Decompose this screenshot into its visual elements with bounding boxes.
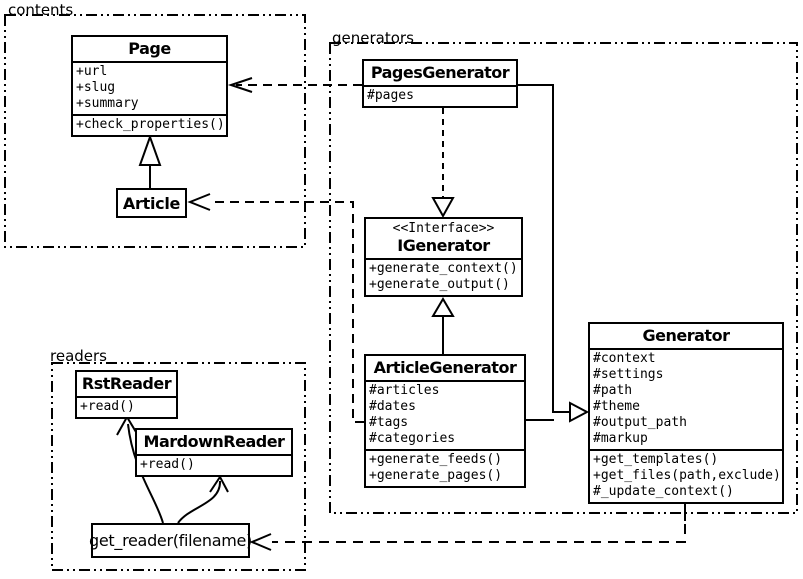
class-member: +read() [80,399,135,414]
class-member: #theme [593,399,640,414]
class-igenerator-title: <<Interface>> IGenerator [366,219,521,258]
class-member: +generate_context() [369,261,518,276]
class-page-title: Page [128,39,171,58]
arrow-getreader-mardownreader [177,475,229,524]
package-generators-frame [329,42,798,514]
class-generator-title: Generator [642,326,730,345]
class-member: #tags [369,415,409,430]
class-member: #markup [593,431,648,446]
class-articlegenerator-attributes: #articles #dates #tags #categories [366,380,524,449]
dependency-articlegenerator-article [187,193,364,423]
class-igenerator-methods: +generate_context() +generate_output() [366,258,521,295]
package-readers-label: readers [50,347,107,365]
class-generator: Generator #context #settings #path #them… [588,322,784,504]
class-member: +url [76,64,108,79]
class-member: #pages [367,88,414,103]
class-mardownreader: MardownReader +read() [135,428,293,477]
class-generator-attributes: #context #settings #path #theme #output_… [590,348,782,449]
class-member: +generate_feeds() [369,452,503,467]
class-member: #settings [593,367,664,382]
package-contents-frame [4,14,306,248]
class-page: Page +url +slug +summary +check_properti… [71,35,228,137]
class-member: #categories [369,431,456,446]
class-page-attributes: +url +slug +summary [73,61,226,114]
class-member: +get_files(path,exclude) [593,468,781,483]
class-member: #output_path [593,415,687,430]
class-member: +slug [76,80,116,95]
class-articlegenerator: ArticleGenerator #articles #dates #tags … [364,354,526,488]
class-mardownreader-methods: +read() [137,454,291,475]
inheritance-generators-generator [518,84,590,423]
class-rstreader: RstReader +read() [75,370,178,419]
class-member: #dates [369,399,416,414]
dependency-generator-getreader [249,501,686,551]
inheritance-article-page [138,134,162,188]
class-member: +get_templates() [593,452,719,467]
class-page-methods: +check_properties() [73,114,226,135]
class-rstreader-methods: +read() [77,396,176,417]
inheritance-articlegenerator-igenerator [431,297,455,354]
class-member: +check_properties() [76,117,225,132]
class-mardownreader-title: MardownReader [143,432,285,451]
class-igenerator-name: IGenerator [397,236,490,255]
class-generator-methods: +get_templates() +get_files(path,exclude… [590,449,782,502]
class-article: Article [116,188,187,218]
class-member: +read() [140,457,195,472]
package-readers-frame [51,362,306,571]
class-member: +generate_pages() [369,468,503,483]
class-member: #_update_context() [593,484,734,499]
class-member: #path [593,383,633,398]
class-igenerator: <<Interface>> IGenerator +generate_conte… [364,217,523,297]
dependency-pagesgenerator-page [227,77,362,93]
class-articlegenerator-title: ArticleGenerator [373,358,517,377]
realization-pagesgenerator-igenerator [431,108,455,219]
class-rstreader-title: RstReader [81,374,172,393]
class-igenerator-stereotype: <<Interface>> [392,221,495,236]
class-pagesgenerator-title: PagesGenerator [370,63,510,82]
package-contents-label: contents [8,1,74,19]
class-member: #context [593,351,656,366]
function-get-reader: get_reader(filename) [89,523,252,558]
package-generators-label: generators [332,29,414,47]
class-member: #articles [369,383,440,398]
class-member: +generate_output() [369,277,510,292]
class-pagesgenerator: PagesGenerator #pages [362,59,518,108]
class-pagesgenerator-attributes: #pages [364,85,516,106]
class-member: +summary [76,96,139,111]
class-articlegenerator-methods: +generate_feeds() +generate_pages() [366,449,524,486]
